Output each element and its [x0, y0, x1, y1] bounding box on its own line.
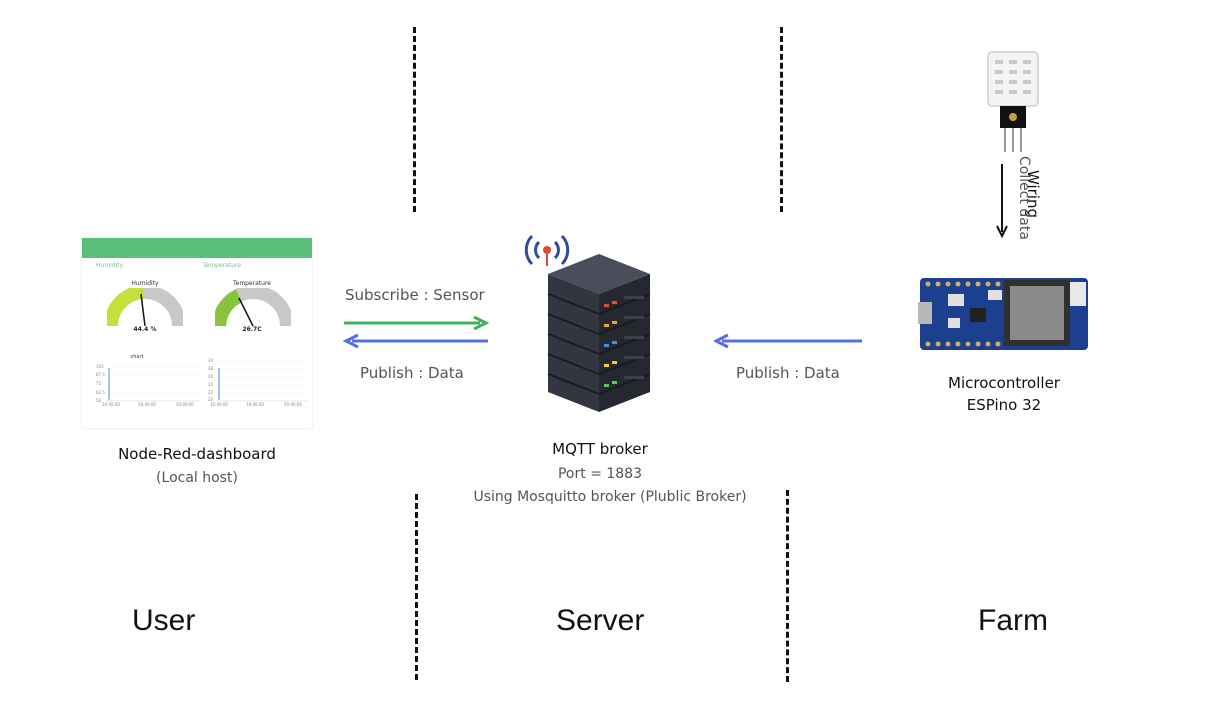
divider-user-server-top	[413, 27, 416, 212]
temperature-chart-ytick-1: 30	[208, 358, 214, 363]
mqtt-broker-note: Using Mosquitto broker (Plublic Broker)	[473, 489, 747, 505]
temperature-chart-xtick-2: 18:00:00	[246, 402, 264, 407]
humidity-chart-ytick-4: 62.5	[96, 390, 105, 395]
wiring-labels: Wiring Collect data	[1012, 156, 1072, 246]
temperature-chart-ytick-5: 22	[208, 390, 214, 395]
humidity-chart-xtick-2: 18:00:00	[138, 402, 156, 407]
node-red-dashboard-thumbnail: Humidity Humidity 44.4 % Temperature Tem…	[82, 238, 312, 428]
zone-label-server: Server	[556, 604, 645, 637]
divider-server-farm-top	[780, 27, 783, 212]
humidity-value: 44.4 %	[133, 326, 157, 333]
temperature-mini-chart-plot	[216, 361, 308, 402]
temperature-gauge	[215, 288, 291, 327]
humidity-gauge	[107, 288, 183, 327]
microcontroller-title: Microcontroller	[948, 374, 1060, 392]
temperature-value: 26.7C	[242, 326, 262, 333]
mqtt-broker-title: MQTT broker	[552, 440, 648, 458]
temperature-chart-ytick-4: 24	[208, 382, 214, 387]
collect-data-label: Collect data	[1016, 156, 1032, 240]
temperature-mini-chart: 30 28 26 24 22 20 16:00:00 18:00:00 20:0…	[208, 358, 308, 407]
humidity-chart-ytick-3: 75	[96, 381, 102, 386]
divider-user-server-bottom	[415, 494, 418, 680]
espino32-board-icon	[918, 278, 1088, 350]
zone-label-user: User	[132, 604, 196, 637]
user-server-arrows	[342, 315, 490, 349]
mqtt-server-rack-icon	[547, 254, 651, 412]
humidity-gauge-title: Humidity	[131, 280, 159, 287]
temperature-panel-title: Temperature	[203, 262, 242, 269]
publish-user-label: Publish : Data	[360, 364, 464, 382]
subscribe-label: Subscribe : Sensor	[345, 286, 485, 304]
temperature-panel: Temperature Temperature 26.7C	[197, 262, 307, 342]
dashboard-caption-subtitle: (Local host)	[156, 470, 238, 486]
humidity-mini-chart: 100 87.5 75 62.5 50 16:00:00 18:00:00 20…	[96, 364, 202, 407]
temperature-chart-xtick-1: 16:00:00	[210, 402, 228, 407]
wifi-signal-icon	[524, 234, 570, 266]
temperature-gauge-title: Temperature	[232, 280, 271, 287]
humidity-chart-xtick-3: 20:00:00	[176, 402, 194, 407]
temperature-chart-xtick-3: 20:00:00	[284, 402, 302, 407]
zone-label-farm: Farm	[978, 604, 1048, 637]
temperature-chart-ytick-2: 28	[208, 366, 214, 371]
dashboard-chart-title: chart	[130, 354, 144, 360]
publish-farm-label: Publish : Data	[736, 364, 840, 382]
mqtt-broker-port: Port = 1883	[557, 466, 642, 482]
humidity-chart-xtick-1: 16:00:00	[102, 402, 120, 407]
humidity-chart-ytick-5: 50	[96, 398, 102, 403]
wiring-down-arrow	[996, 164, 1008, 239]
humidity-panel-title: Humidity	[96, 262, 124, 269]
humidity-panel: Humidity Humidity 44.4 %	[82, 262, 192, 342]
humidity-chart-ytick-2: 87.5	[96, 372, 105, 377]
microcontroller-subtitle: ESPino 32	[966, 396, 1042, 414]
humidity-chart-ytick-1: 100	[96, 364, 104, 369]
temperature-chart-ytick-6: 20	[208, 397, 214, 402]
dashboard-header	[82, 238, 312, 258]
humidity-mini-chart-plot	[106, 365, 200, 402]
farm-server-arrow	[714, 333, 862, 349]
temperature-chart-ytick-3: 26	[208, 374, 214, 379]
dht-sensor-icon	[987, 51, 1039, 152]
divider-server-farm-bottom	[786, 490, 789, 682]
dashboard-caption-title: Node-Red-dashboard	[118, 445, 276, 463]
